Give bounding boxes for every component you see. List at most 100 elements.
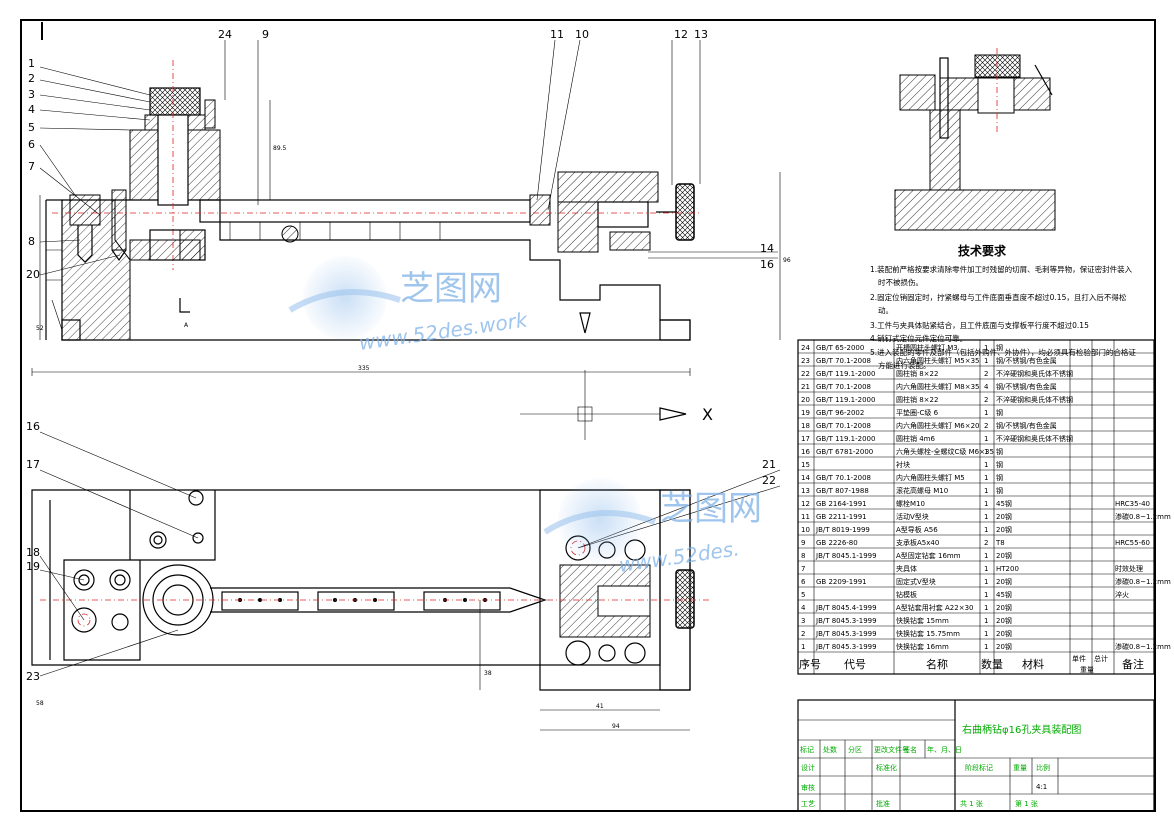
- tech-line-6: 4.销钉式定位元件定位可靠。: [870, 333, 967, 343]
- bom-cell-mat: 20钢: [996, 616, 1012, 625]
- tb-stage-mark: 阶段标记: [965, 763, 993, 772]
- bom-cell-mat: 不淬硬钢和奥氏体不锈钢: [996, 434, 1073, 443]
- bom-cell-no: 1: [801, 643, 805, 651]
- bom-cell-name: 滚花高螺母 M10: [896, 486, 948, 495]
- bom-cell-code: GB/T 70.1-2008: [816, 422, 871, 430]
- bom-cell-no: 3: [801, 617, 805, 625]
- bom-cell-qty: 1: [984, 474, 988, 482]
- bom-cell-qty: 4: [984, 383, 989, 391]
- callout-11: 11: [550, 28, 564, 41]
- tb-scale: 比例: [1036, 763, 1050, 772]
- bom-header-qty: 数量: [981, 658, 1003, 671]
- bom-cell-name: 支承板A5x40: [896, 538, 939, 547]
- bom-cell-code: GB/T 65-2000: [816, 344, 864, 352]
- bom-cell-no: 4: [801, 604, 806, 612]
- tb-approve: 批准: [876, 799, 890, 808]
- tb-change-doc: 更改文件号: [874, 745, 909, 754]
- bom-cell-no: 18: [801, 422, 810, 430]
- bom-cell-code: JB/T 8045.4-1999: [815, 604, 877, 612]
- bom-cell-name: 圆柱销 8×22: [896, 395, 938, 404]
- dim-d3: 58: [36, 700, 44, 707]
- bom-cell-code: GB/T 70.1-2008: [816, 383, 871, 391]
- bom-cell-name: 内六角圆柱头螺钉 M6×20: [896, 421, 980, 430]
- callout-17: 17: [26, 458, 40, 471]
- bom-cell-no: 24: [801, 344, 810, 352]
- bom-cell-qty: 1: [984, 448, 988, 456]
- dim-d2: 41: [596, 703, 604, 710]
- bom-header-name: 名称: [926, 657, 948, 671]
- bom-cell-qty: 1: [984, 617, 988, 625]
- tb-review: 审核: [801, 783, 815, 792]
- bom-cell-mat: 钢: [996, 460, 1003, 469]
- callout-10: 10: [575, 28, 589, 41]
- callout-8: 8: [28, 235, 35, 248]
- bom-cell-qty: 2: [984, 422, 988, 430]
- bom-cell-name: 衬块: [896, 460, 910, 469]
- bom-cell-code: GB 2164-1991: [816, 500, 867, 508]
- bom-header-no: 序号: [799, 657, 821, 671]
- bom-cell-mat: 钢/不锈钢/有色金属: [996, 356, 1057, 365]
- bom-cell-no: 13: [801, 487, 810, 495]
- tb-date: 年、月、日: [927, 745, 962, 754]
- callout-24: 24: [218, 28, 232, 41]
- bom-cell-name: 平垫圈-C级 6: [896, 408, 939, 417]
- bom-cell-qty: 1: [984, 604, 988, 612]
- callouts-top: 16 17 18 19 21 22 23: [26, 420, 776, 683]
- bom-cell-no: 6: [801, 578, 806, 586]
- detail-view: [894, 48, 1056, 231]
- bom-cell-no: 5: [801, 591, 805, 599]
- dim-height1: 89.5: [273, 145, 287, 152]
- bom-cell-code: GB/T 119.1-2000: [816, 396, 875, 404]
- bom-cell-qty: 1: [984, 630, 988, 638]
- bom-header-code: 代号: [844, 658, 866, 671]
- bom-cell-qty: 1: [984, 513, 988, 521]
- bom-cell-mat: 钢: [996, 343, 1003, 352]
- tb-standardize: 标准化: [876, 763, 897, 772]
- callout-9: 9: [262, 28, 269, 41]
- bom-cell-name: 内六角圆柱头螺钉 M8×35: [896, 382, 980, 391]
- outer-frame: [20, 19, 1156, 812]
- drawing-title: 右曲柄钻φ16孔夹具装配图: [962, 723, 1081, 736]
- bom-cell-name: 螺栓M10: [896, 499, 925, 508]
- bom-cell-code: JB/T 8045.3-1999: [815, 617, 877, 625]
- bom-cell-code: JB/T 8045.1-1999: [815, 552, 877, 560]
- bom-cell-no: 8: [801, 552, 805, 560]
- bom-cell-mat: 20钢: [996, 642, 1012, 651]
- tb-sign: 签名: [903, 745, 917, 754]
- bom-cell-note: 淬火: [1115, 590, 1129, 599]
- tech-line-8: 方能进行装配。: [878, 360, 931, 370]
- bom-cell-mat: 不淬硬钢和奥氏体不锈钢: [996, 369, 1073, 378]
- bom-cell-code: JB/T 8045.3-1999: [815, 630, 877, 638]
- bom-cell-code: JB/T 8019-1999: [815, 526, 870, 534]
- callout-3: 3: [28, 88, 35, 101]
- bom-cell-mat: 钢: [996, 408, 1003, 417]
- title-block: 右曲柄钻φ16孔夹具装配图 标记 处数 分区 更改文件号 签名 年、月、日 设计…: [797, 699, 1155, 812]
- watermark-brand-2: 芝图网: [660, 489, 762, 529]
- bom-cell-mat: 钢: [996, 473, 1003, 482]
- tech-line-7: 5.进入装配的零件及部件（包括外购件、外协件），均必须具有检验部门的合格证: [870, 347, 1136, 357]
- bom-cell-mat: 钢: [996, 447, 1003, 456]
- dim-small1: 52: [36, 325, 44, 332]
- callout-14: 14: [760, 242, 774, 255]
- bom-cell-note: 渗碳0.8~1.2mm: [1115, 512, 1171, 521]
- bom-cell-name: 圆柱销 4m6: [896, 434, 935, 443]
- bom-cell-qty: 1: [984, 578, 988, 586]
- callouts-front: 1 2 3 4 5 6 7 8 20 24 9 11 10 12 13 14 1…: [26, 28, 774, 281]
- bom-cell-name: A型固定钻套 16mm: [896, 551, 961, 560]
- bom-cell-name: 圆柱销 8×22: [896, 369, 938, 378]
- bom-cell-qty: 1: [984, 435, 988, 443]
- dim-d4: 38: [484, 670, 492, 677]
- bom-cell-no: 7: [801, 565, 805, 573]
- bom-cell-note: 渗碳0.8~1.2mm: [1115, 642, 1171, 651]
- tech-line-4: 动。: [878, 305, 893, 315]
- bom-cell-qty: 1: [984, 357, 988, 365]
- bom-cell-name: 开槽圆柱头螺钉 M3: [896, 343, 958, 352]
- bom-cell-code: GB/T 70.1-2008: [816, 357, 871, 365]
- bom-cell-mat: 20钢: [996, 512, 1012, 521]
- bom-cell-name: 内六角圆柱头螺钉 M5: [896, 473, 965, 482]
- bom-cell-name: 快换钻套 16mm: [896, 642, 949, 651]
- watermark-brand: 芝图网: [400, 269, 502, 309]
- bom-cell-no: 9: [801, 539, 805, 547]
